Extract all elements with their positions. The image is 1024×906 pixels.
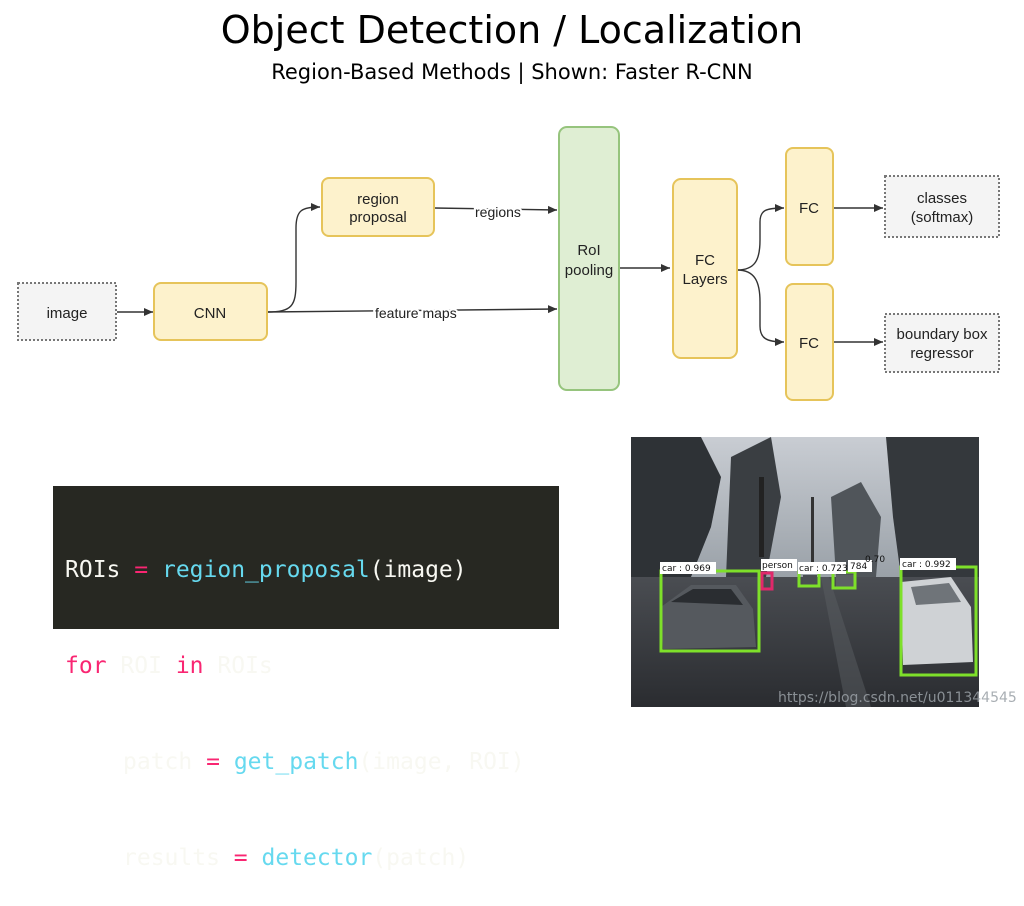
edge-cnn-region [266,203,321,313]
svg-text:image: image [47,305,88,322]
fc-layers-node: FC Layers [672,178,738,359]
cnn-node: CNN [153,282,268,341]
roi-pooling-node: RoI pooling [558,126,620,391]
edge-region-roi [433,205,558,214]
detection-photo: car : 0.969 person car : 0.723 784 0.70 … [631,437,979,707]
slide-subtitle: Region-Based Methods | Shown: Faster R-C… [271,60,753,84]
svg-text:regressor: regressor [910,345,973,362]
edge-cnn-roi [266,305,558,314]
svg-text:FC: FC [695,252,715,269]
label-car-4: 0.70 [865,555,885,565]
svg-text:CNN: CNN [194,305,227,322]
label-person: person [762,561,793,571]
edges [117,203,883,346]
label-car-1: car : 0.969 [662,564,711,574]
svg-text:FC: FC [799,335,819,352]
edge-fc-fcbottom [736,269,785,346]
svg-text:boundary box: boundary box [897,326,988,343]
image-node: image [17,282,117,341]
faster-rcnn-diagram: regions feature maps image CNN region pr… [17,126,1000,401]
svg-text:pooling: pooling [565,262,613,279]
code-line-3: patch = get_patch(image, ROI) [123,749,525,775]
code-snippet: ROIs = region_proposal(image) for ROI in… [53,486,559,871]
classes-node: classes (softmax) [884,175,1000,238]
fc-bottom-node: FC [785,283,834,401]
region-proposal-node: region proposal [321,177,435,237]
code-line-2: for ROI in ROIs [65,653,273,679]
svg-text:region: region [357,191,399,208]
slide-title: Object Detection / Localization [220,8,804,52]
bbox-regressor-node: boundary box regressor [884,313,1000,373]
edge-fc-fctop [736,204,785,271]
code-line-4: results = detector(patch) [123,845,470,871]
detection-person [760,571,774,591]
svg-text:Layers: Layers [682,271,727,288]
svg-text:FC: FC [799,200,819,217]
svg-text:(softmax): (softmax) [911,209,974,226]
label-car-3: 784 [850,562,867,572]
feature-maps-label: feature maps [375,305,457,321]
svg-text:RoI: RoI [577,242,600,259]
label-car-2: car : 0.723 [799,564,848,574]
fc-top-node: FC [785,147,834,266]
watermark: https://blog.csdn.net/u011344545 [778,690,1017,706]
svg-text:classes: classes [917,190,967,207]
svg-text:proposal: proposal [349,209,407,226]
code-line-1: ROIs = region_proposal(image) [65,557,467,583]
label-car-5: car : 0.992 [902,560,951,570]
regions-label: regions [475,204,521,220]
